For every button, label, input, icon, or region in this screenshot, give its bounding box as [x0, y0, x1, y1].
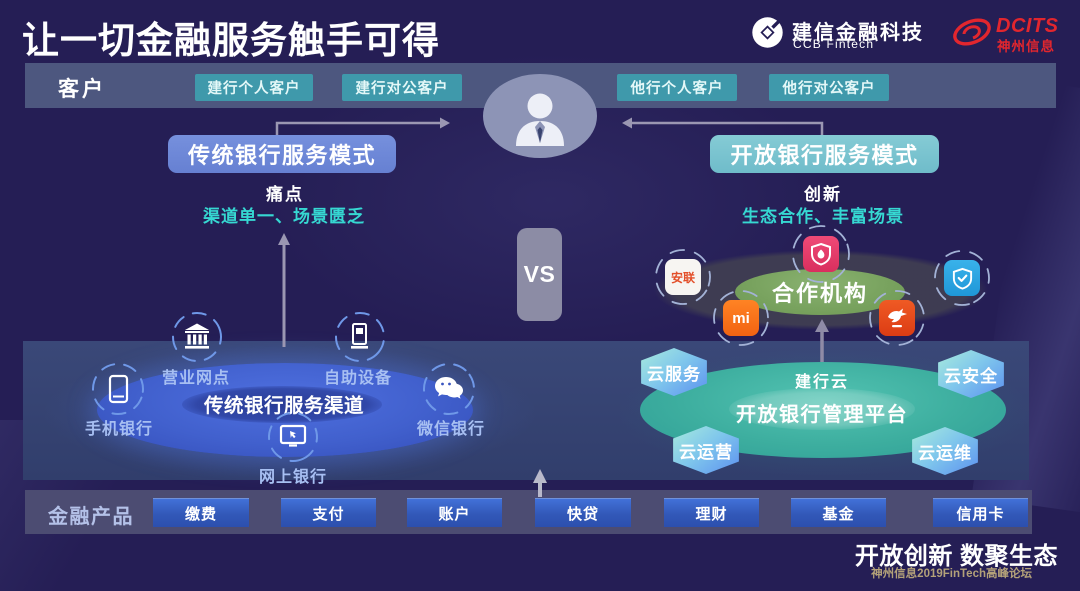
product-account[interactable]: 账户 — [407, 498, 502, 527]
traditional-channels-label: 传统银行服务渠道 — [203, 395, 364, 417]
product-fund[interactable]: 基金 — [791, 498, 886, 527]
partner-anlian-icon: 安联 — [665, 259, 701, 295]
dcits-logo-subtext: 神州信息 — [997, 39, 1055, 54]
vs-badge: VS — [517, 228, 562, 321]
product-payment-fees[interactable]: 缴费 — [153, 498, 249, 527]
button-other-bank-personal-customer[interactable]: 他行个人客户 — [617, 74, 737, 101]
product-pay[interactable]: 支付 — [281, 498, 376, 527]
traditional-banking-mode-box[interactable]: 传统银行服务模式 — [168, 135, 396, 173]
products-band: 金融产品 缴费 支付 账户 快贷 理财 基金 信用卡 — [25, 490, 1032, 534]
product-credit-card[interactable]: 信用卡 — [933, 498, 1028, 527]
channel-branch-label: 营业网点 — [161, 370, 230, 387]
ccb-cloud-label: 建行云 — [794, 374, 849, 391]
pain-point-label: 痛点 — [266, 185, 304, 204]
products-band-label: 金融产品 — [48, 506, 134, 528]
customer-band: 客户 建行个人客户 建行对公客户 他行个人客户 他行对公客户 — [25, 63, 1056, 108]
channel-mobile-banking-label: 手机银行 — [84, 421, 153, 438]
anlian-icon-text: 安联 — [670, 270, 695, 285]
open-platform-inner-ellipse — [729, 388, 915, 430]
partner-shield-check-icon — [944, 260, 980, 296]
shield-check-icon — [952, 267, 972, 290]
person-icon — [516, 93, 564, 146]
bird-icon — [888, 308, 907, 328]
partner-shield-flame-icon — [803, 236, 839, 272]
open-platform-label: 开放银行管理平台 — [736, 404, 908, 426]
customer-band-label: 客户 — [58, 78, 106, 101]
button-ccb-corporate-customer[interactable]: 建行对公客户 — [342, 74, 462, 101]
ccb-logo-text: 建信金融科技 — [792, 22, 924, 44]
innovation-label: 创新 — [804, 185, 842, 204]
partner-bird-icon — [879, 300, 915, 336]
product-wealth[interactable]: 理财 — [664, 498, 759, 527]
channel-online-banking-label: 网上银行 — [258, 469, 327, 486]
customer-avatar — [483, 74, 597, 158]
ccb-coin-icon — [752, 17, 783, 48]
footer-event: 神州信息2019FinTech高峰论坛 — [871, 568, 1032, 580]
footer-slogan: 开放创新 数聚生态 — [854, 543, 1058, 570]
channel-self-service-label: 自助设备 — [323, 370, 392, 387]
button-ccb-personal-customer[interactable]: 建行个人客户 — [195, 74, 313, 101]
channel-wechat-banking-label: 微信银行 — [416, 421, 485, 438]
mi-icon-text: mi — [732, 309, 750, 327]
partner-mi-icon: mi — [723, 300, 759, 336]
dcits-logo: DCITS 神州信息 — [951, 12, 1061, 54]
page-title: 让一切金融服务触手可得 — [22, 20, 440, 61]
innovation-desc: 生态合作、丰富场景 — [742, 207, 904, 226]
product-quick-loan[interactable]: 快贷 — [535, 498, 631, 527]
shield-flame-icon — [811, 242, 831, 266]
button-other-bank-corporate-customer[interactable]: 他行对公客户 — [769, 74, 889, 101]
pain-point-desc: 渠道单一、场景匮乏 — [203, 207, 365, 226]
ccb-fintech-logo: 建信金融科技 CCB Fintech — [751, 15, 936, 51]
dcits-swirl-icon — [953, 18, 991, 46]
open-banking-mode-box[interactable]: 开放银行服务模式 — [710, 135, 939, 173]
ccb-logo-subtext: CCB Fintech — [793, 37, 875, 51]
dcits-logo-text: DCITS — [996, 15, 1059, 37]
